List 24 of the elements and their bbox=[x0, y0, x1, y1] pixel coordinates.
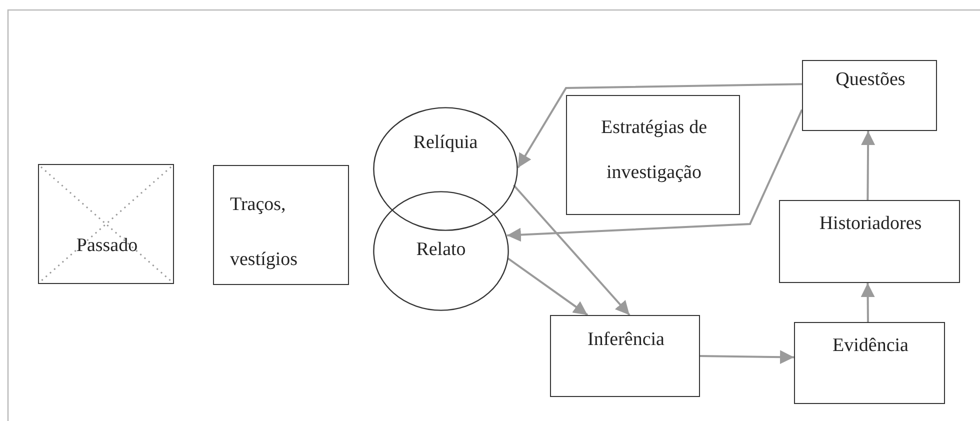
process-box bbox=[213, 165, 349, 285]
process-box bbox=[566, 95, 740, 215]
node-label: Historiadores bbox=[818, 213, 923, 236]
ellipse-node bbox=[373, 107, 518, 231]
node-label: Traços, vestígios bbox=[230, 193, 299, 272]
node-label: Relato bbox=[415, 239, 467, 262]
ellipse-node bbox=[373, 191, 509, 311]
arrow bbox=[860, 283, 875, 322]
node-label: Inferência bbox=[586, 329, 666, 352]
node-label: Questões bbox=[834, 69, 906, 92]
arrow bbox=[861, 131, 876, 200]
node-label: Passado bbox=[75, 235, 139, 258]
arrow bbox=[506, 109, 803, 242]
arrow bbox=[700, 350, 794, 364]
node-label: Evidência bbox=[832, 335, 910, 358]
node-label: Relíquia bbox=[412, 132, 479, 155]
arrow bbox=[507, 257, 588, 316]
process-box bbox=[779, 200, 960, 283]
process-box bbox=[802, 60, 937, 131]
node-label: Estratégias de investigação bbox=[600, 116, 708, 185]
process-box bbox=[550, 315, 700, 397]
arrow bbox=[517, 83, 802, 168]
arrow bbox=[512, 184, 630, 316]
process-box bbox=[794, 322, 945, 404]
